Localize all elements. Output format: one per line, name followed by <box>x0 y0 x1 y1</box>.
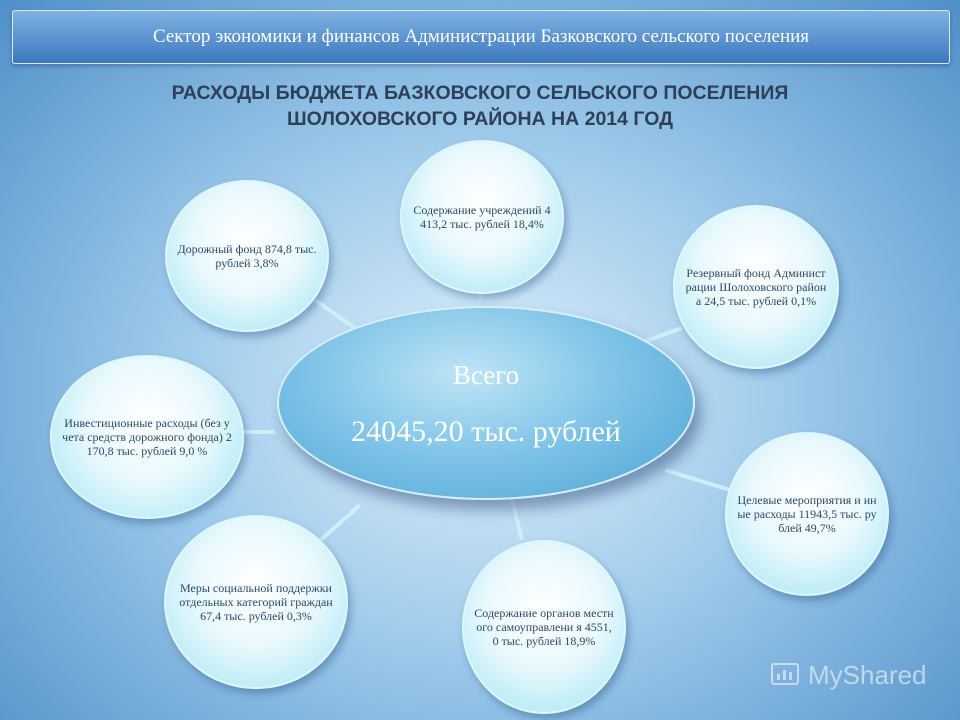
node-label: Резервный фонд Администрации Шолоховског… <box>685 266 827 308</box>
node-label: Содержание учреждений 4413,2 тыс. рублей… <box>413 203 551 231</box>
connector-line <box>313 503 362 547</box>
node-tselevye-meropriyatiya: Целевые мероприятия и иные расходы 11943… <box>725 432 889 596</box>
node-sotsialnaya-podderzhka: Меры социальной поддержки отдельных кате… <box>164 515 348 689</box>
title-line-1: РАСХОДЫ БЮДЖЕТА БАЗКОВСКОГО СЕЛЬСКОГО ПО… <box>171 82 789 104</box>
total-ellipse: Всего 24045,20 тыс. рублей <box>277 306 695 500</box>
node-label: Дорожный фонд 874,8 тыс. рублей 3,8% <box>177 242 317 270</box>
node-label: Инвестиционные расходы (без учета средст… <box>62 416 232 458</box>
total-label: Всего <box>452 360 520 390</box>
connector-line <box>664 468 731 492</box>
node-label: Содержание органов местного самоуправлен… <box>474 606 614 648</box>
connector-line <box>510 499 524 541</box>
node-label: Меры социальной поддержки отдельных кате… <box>179 581 333 623</box>
connector-line <box>313 298 357 330</box>
watermark-text: MyShared <box>808 659 927 690</box>
slides-icon <box>771 663 799 685</box>
total-value: 24045,20 тыс. рублей <box>351 415 621 448</box>
title-line-2: ШОЛОХОВСКОГО РАЙОНА НА 2014 ГОД <box>286 108 674 130</box>
watermark: MyShared <box>770 655 950 695</box>
node-organy-samoupravleniya: Содержание органов местного самоуправлен… <box>462 540 626 714</box>
header-banner: Сектор экономики и финансов Администраци… <box>12 10 950 64</box>
banner-text: Сектор экономики и финансов Администраци… <box>152 26 810 47</box>
node-rezervnyi-fond: Резервный фонд Администрации Шолоховског… <box>673 205 839 369</box>
page-title: РАСХОДЫ БЮДЖЕТА БАЗКОВСКОГО СЕЛЬСКОГО ПО… <box>60 80 900 132</box>
node-investitsionnye-raskhody: Инвестиционные расходы (без учета средст… <box>50 355 244 519</box>
node-label: Целевые мероприятия и иные расходы 11943… <box>737 493 877 535</box>
node-uchrezhdeniya: Содержание учреждений 4413,2 тыс. рублей… <box>400 140 564 294</box>
node-dorozhnyi-fond: Дорожный фонд 874,8 тыс. рублей 3,8% <box>165 180 329 332</box>
